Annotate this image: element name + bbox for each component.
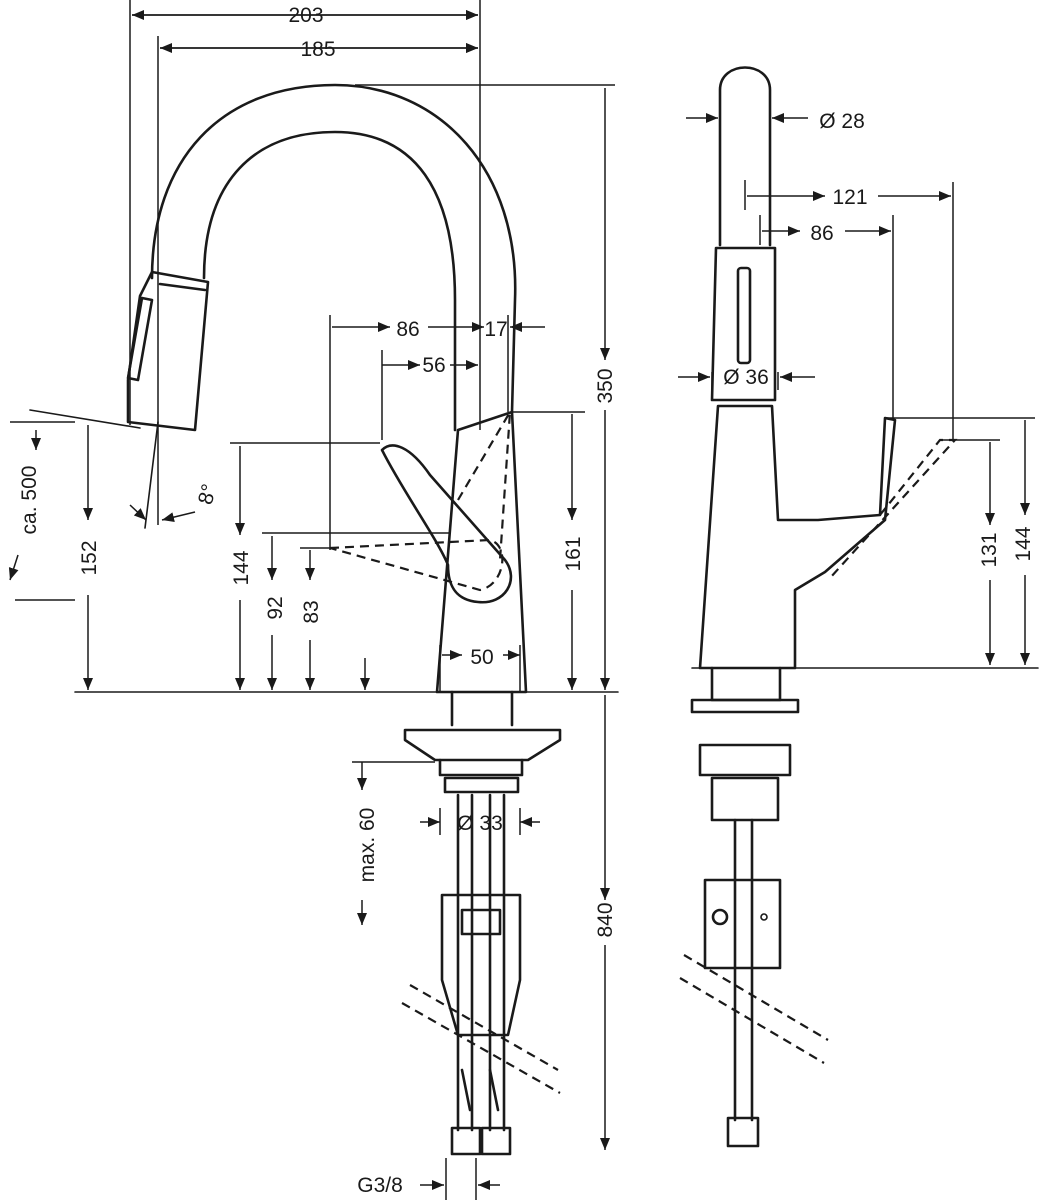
dim-line-8deg bbox=[161, 511, 196, 523]
side-spray-button bbox=[736, 266, 752, 365]
dim-50: 50 bbox=[470, 646, 493, 669]
dim-152: 152 bbox=[78, 540, 101, 575]
front-lever bbox=[380, 444, 513, 604]
dim-8-degrees: 8° bbox=[194, 482, 221, 507]
dim-350: 350 bbox=[594, 368, 617, 403]
spray-head bbox=[126, 270, 210, 432]
dim-121: 121 bbox=[832, 186, 867, 209]
front-mount-nut bbox=[440, 893, 522, 1037]
front-lever-dashed-horizontal bbox=[329, 538, 504, 592]
dim-56: 56 bbox=[422, 354, 445, 377]
dimension-labels: 203 185 86 17 56 350 144 92 83 152 ca. 5… bbox=[18, 4, 1035, 1197]
dim-line-8deg bbox=[129, 504, 147, 521]
dim-36: Ø 36 bbox=[723, 366, 769, 389]
front-shank bbox=[450, 690, 514, 727]
front-flange bbox=[403, 728, 562, 762]
dim-ca-500: ca. 500 bbox=[18, 466, 41, 535]
dim-144-side: 144 bbox=[1012, 526, 1035, 561]
side-cartridge-box bbox=[703, 878, 782, 970]
spray-button bbox=[126, 296, 154, 382]
dim-line-ca-500 bbox=[8, 554, 19, 581]
dim-17: 17 bbox=[484, 318, 507, 341]
side-spray-head bbox=[710, 246, 777, 402]
dimension-lines bbox=[8, 0, 1035, 1200]
dim-144-front: 144 bbox=[230, 550, 253, 585]
side-spray-top bbox=[718, 66, 772, 247]
dim-840: 840 bbox=[594, 902, 617, 937]
side-flange bbox=[690, 698, 800, 714]
side-lever-dashed bbox=[829, 438, 958, 579]
dim-161: 161 bbox=[562, 536, 585, 571]
dim-203: 203 bbox=[288, 4, 323, 27]
side-view bbox=[679, 66, 1039, 1148]
dim-33: Ø 33 bbox=[457, 812, 503, 835]
dim-86-front: 86 bbox=[396, 318, 419, 341]
front-view bbox=[74, 83, 619, 1156]
angle-line bbox=[144, 421, 159, 529]
dim-92: 92 bbox=[264, 596, 287, 619]
dim-86-side: 86 bbox=[810, 222, 833, 245]
dim-131: 131 bbox=[978, 532, 1001, 567]
dim-28: Ø 28 bbox=[819, 110, 865, 133]
spout-outer bbox=[150, 83, 517, 414]
spout-inner bbox=[202, 130, 457, 432]
pullout-line bbox=[29, 409, 141, 429]
dim-185: 185 bbox=[300, 38, 335, 61]
dim-max-60: max. 60 bbox=[356, 808, 379, 883]
dim-83: 83 bbox=[300, 600, 323, 623]
dim-g38: G3/8 bbox=[357, 1174, 403, 1197]
front-lever-dashed-up bbox=[457, 411, 512, 561]
